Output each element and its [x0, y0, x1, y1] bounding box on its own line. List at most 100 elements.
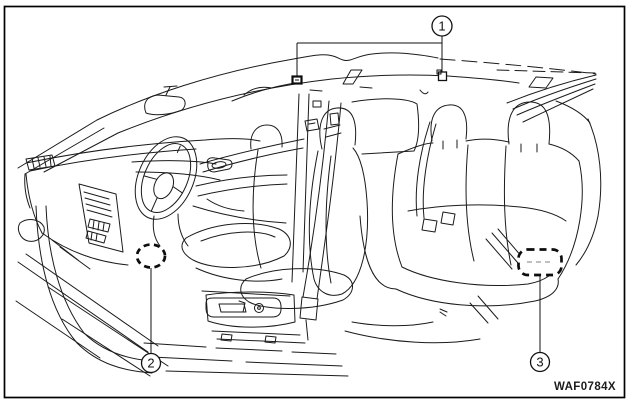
- steering-column: [152, 215, 161, 247]
- callout-1-group: 1: [291, 15, 453, 85]
- seat-switch-knob: [254, 303, 264, 313]
- vent-hatch: [31, 155, 52, 169]
- roof-edge-line: [96, 52, 439, 121]
- rail-foot: [220, 333, 277, 344]
- floor-hatch-line: [47, 286, 169, 367]
- callout-2-group: 2: [135, 243, 167, 374]
- center-floor-line: [344, 330, 481, 344]
- steering-rim-outer: [134, 136, 198, 220]
- driver-seat-rail: [201, 290, 291, 297]
- headliner-marker-right: [437, 71, 448, 82]
- mirror-stem: [165, 86, 171, 96]
- roof-edge-dashed: [439, 58, 597, 75]
- seatback-right-edge: [557, 160, 583, 280]
- floor-hatch-line: [17, 261, 149, 353]
- seat-base-skirt: [205, 291, 296, 328]
- rear-seatbelt: [415, 121, 437, 219]
- seatback-left-edge: [391, 153, 403, 268]
- seat-switch-knob-dot: [257, 306, 261, 310]
- rear-pillar-fan-line: [506, 74, 597, 104]
- driver-cushion: [181, 223, 291, 268]
- floor-hatch-line: [61, 318, 151, 377]
- rear-floor-line: [351, 308, 448, 327]
- stack-buttons: [85, 230, 107, 244]
- rear-quarter-pillar: [555, 100, 602, 266]
- callout-3-label: 3: [536, 355, 543, 370]
- figure-border: [3, 5, 626, 399]
- mirror-body: [144, 94, 186, 116]
- seatback-seam: [465, 144, 475, 262]
- b-pillar-seatbelt: [291, 93, 342, 341]
- door-trim-line: [192, 205, 287, 224]
- belt-lower-buckle: [299, 296, 319, 341]
- quarter-panel-curve: [575, 118, 602, 266]
- steering-spoke: [143, 145, 183, 212]
- callout-3-group: 3: [517, 248, 563, 373]
- steering-column: [177, 213, 189, 247]
- sill-step-line: [151, 356, 343, 367]
- armrest-line: [195, 174, 288, 187]
- seatback-horizontal-seam: [407, 204, 567, 222]
- location-marker-2-dashed-ellipse: [135, 243, 167, 269]
- side-vent-grille: [25, 154, 56, 171]
- driver-seat: [181, 124, 291, 297]
- quarter-window-line: [555, 100, 591, 124]
- windshield-a-pillar: [17, 119, 119, 209]
- headliner-detail: [359, 86, 373, 89]
- headliner-dash-right: [496, 69, 596, 74]
- callout-1-badge: [431, 15, 453, 37]
- door-bottom-arc-inner: [45, 205, 153, 362]
- figure-code: WAF0784X: [554, 381, 616, 393]
- dash-top-line: [25, 138, 261, 164]
- callout-3-badge: [529, 351, 551, 373]
- driver-seatback-edge: [252, 149, 262, 269]
- floor-and-sill: [15, 205, 499, 377]
- seatbelt-webbing: [302, 100, 330, 298]
- driver-cushion-seam: [200, 231, 276, 242]
- front-seatback-seam: [325, 155, 332, 284]
- seatback-seam: [503, 145, 512, 266]
- steering-hub: [153, 172, 175, 200]
- bench-corner-hatch: [485, 228, 523, 270]
- headliner-detail: [309, 89, 323, 92]
- headliner-detail: [419, 89, 429, 95]
- rear-side-window: [351, 98, 420, 155]
- rear-pillar-fan-line: [512, 78, 597, 110]
- kick-panel-hatch: [51, 239, 91, 270]
- rearview-mirror: [144, 85, 186, 116]
- floor-hatch-line: [25, 253, 159, 347]
- callout-2-badge: [140, 352, 162, 374]
- glovebox-line: [131, 160, 217, 165]
- b-pillar-front: [291, 93, 300, 283]
- seatbelt-webbing: [316, 102, 342, 300]
- steering-rim-group: [134, 136, 198, 220]
- door-pocket-line: [206, 198, 245, 212]
- floor-hatch-line: [15, 300, 101, 359]
- grab-handle: [528, 76, 554, 89]
- sill-step-line: [143, 342, 337, 355]
- seat-switch-bar: [218, 300, 247, 313]
- dashboard: [25, 138, 261, 266]
- sill-step-line: [165, 370, 349, 377]
- armrest-line: [197, 183, 288, 197]
- door-handle-bezel: [206, 157, 233, 173]
- rear-headrest-left: [430, 104, 468, 142]
- headrest-posts: [442, 139, 538, 153]
- belt-anchor-hardware: [323, 112, 342, 138]
- rear-pillar-fan-line: [516, 83, 596, 116]
- driver-seat-base: [195, 267, 283, 282]
- dash-left-edge: [25, 173, 43, 234]
- sun-visor-panel: [342, 69, 363, 85]
- belt-upper-guide: [304, 118, 320, 132]
- front-headrest: [319, 107, 357, 150]
- a-pillar-outer: [17, 119, 98, 169]
- b-pillar-rear: [302, 93, 310, 273]
- rear-floor-hatch: [469, 295, 499, 324]
- floor-hump-curve: [359, 215, 397, 290]
- center-stack: [78, 183, 124, 253]
- steering-wheel: [134, 136, 198, 247]
- door-bottom-arc: [35, 205, 153, 374]
- callout-1-label: 1: [438, 19, 445, 34]
